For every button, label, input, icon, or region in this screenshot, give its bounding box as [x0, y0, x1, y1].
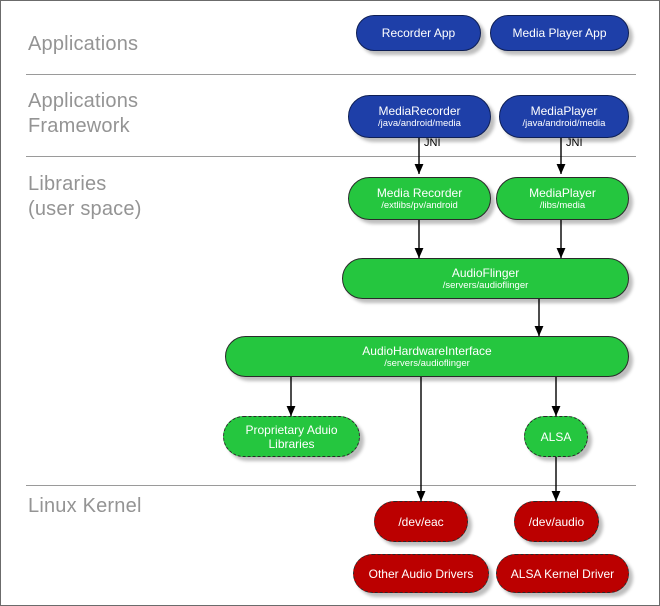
- node-mediaplayer-framework-title: MediaPlayer: [530, 104, 598, 118]
- node-mediaplayer-library-title: MediaPlayer: [529, 186, 596, 200]
- edge-label-jni-right: JNI: [566, 137, 583, 149]
- node-mediarecorder-framework-path: /java/android/media: [378, 118, 461, 129]
- node-alsa-kernel-driver-title: ALSA Kernel Driver: [510, 566, 615, 581]
- node-recorder-app[interactable]: Recorder App: [356, 15, 481, 51]
- node-dev-audio-title: /dev/audio: [528, 514, 585, 529]
- node-audioflinger[interactable]: AudioFlinger /servers/audioflinger: [342, 258, 629, 299]
- node-alsa-title: ALSA: [540, 429, 572, 444]
- section-label-libraries: Libraries (user space): [28, 173, 142, 220]
- node-mediaplayer-framework[interactable]: MediaPlayer /java/android/media: [499, 95, 629, 138]
- node-mediaplayer-framework-path: /java/android/media: [522, 118, 606, 129]
- edge-label-jni-left: JNI: [424, 137, 441, 149]
- node-audiohardwareinterface[interactable]: AudioHardwareInterface /servers/audiofli…: [225, 336, 629, 377]
- node-media-player-app[interactable]: Media Player App: [490, 15, 629, 51]
- divider-applications: [26, 74, 636, 75]
- node-dev-eac-title: /dev/eac: [398, 514, 444, 529]
- node-media-recorder-library-path: /extlibs/pv/android: [381, 200, 458, 211]
- divider-applications-framework: [26, 156, 636, 157]
- node-mediaplayer-library-path: /libs/media: [539, 200, 586, 211]
- node-mediarecorder-framework[interactable]: MediaRecorder /java/android/media: [348, 95, 491, 138]
- section-label-applications-framework: Applications Framework: [28, 90, 139, 137]
- node-dev-audio[interactable]: /dev/audio: [514, 501, 599, 542]
- node-dev-eac[interactable]: /dev/eac: [374, 501, 468, 542]
- node-other-audio-drivers[interactable]: Other Audio Drivers: [353, 554, 489, 593]
- node-proprietary-audio-libraries-title: Proprietary Aduio Libraries: [245, 422, 338, 451]
- node-mediaplayer-library[interactable]: MediaPlayer /libs/media: [496, 177, 629, 220]
- node-recorder-app-title: Recorder App: [381, 26, 456, 40]
- node-audiohardwareinterface-title: AudioHardwareInterface: [362, 344, 492, 358]
- node-proprietary-audio-libraries[interactable]: Proprietary Aduio Libraries: [223, 416, 360, 457]
- node-other-audio-drivers-title: Other Audio Drivers: [368, 566, 474, 581]
- node-audioflinger-title: AudioFlinger: [451, 266, 520, 280]
- node-alsa-kernel-driver[interactable]: ALSA Kernel Driver: [496, 554, 629, 593]
- node-media-player-app-title: Media Player App: [512, 26, 607, 40]
- section-label-linux-kernel: Linux Kernel: [28, 495, 142, 517]
- node-mediarecorder-framework-title: MediaRecorder: [378, 104, 461, 118]
- divider-libraries: [26, 485, 636, 486]
- section-label-applications: Applications: [28, 33, 139, 55]
- node-media-recorder-library[interactable]: Media Recorder /extlibs/pv/android: [348, 177, 491, 220]
- node-audiohardwareinterface-path: /servers/audioflinger: [384, 358, 470, 369]
- node-media-recorder-library-title: Media Recorder: [376, 186, 463, 200]
- node-audioflinger-path: /servers/audioflinger: [442, 280, 529, 291]
- node-alsa[interactable]: ALSA: [524, 416, 588, 457]
